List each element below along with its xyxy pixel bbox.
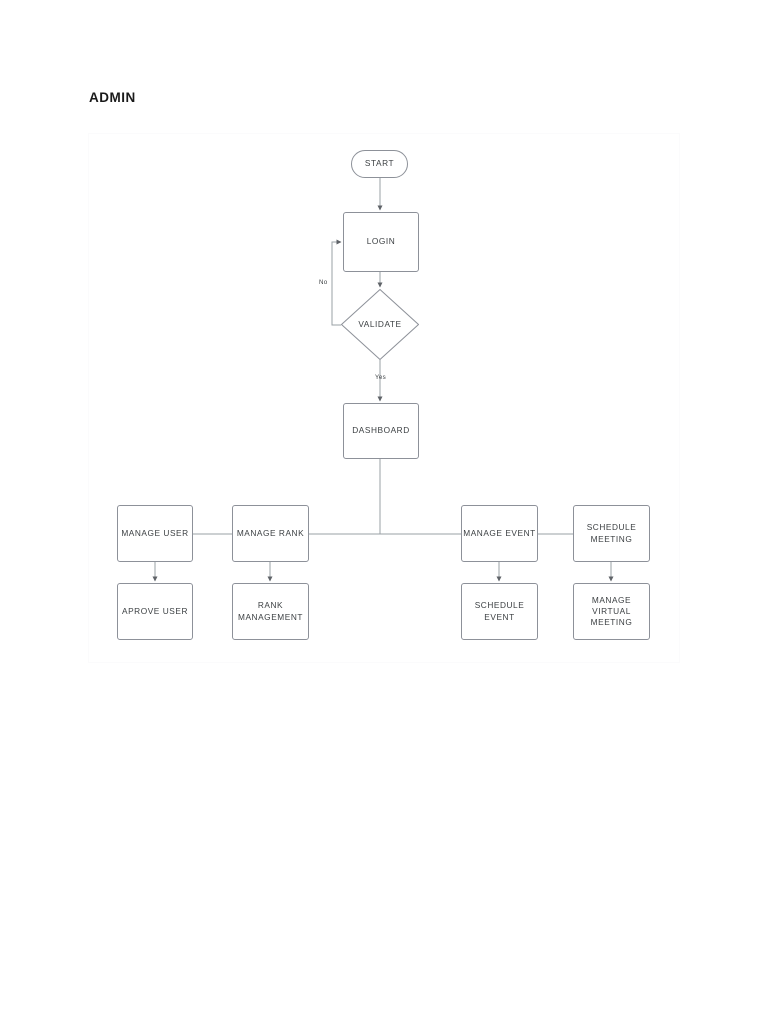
- node-label-manage-virtual: MANAGE VIRTUAL MEETING: [590, 594, 633, 628]
- node-label-validate: VALIDATE: [358, 318, 402, 329]
- node-rank-management: RANK MANAGEMENT: [232, 583, 309, 640]
- node-start: START: [351, 150, 408, 178]
- node-manage-event: MANAGE EVENT: [461, 505, 538, 562]
- node-label-manage-rank: MANAGE RANK: [236, 527, 305, 538]
- node-label-rank-management: RANK MANAGEMENT: [238, 600, 303, 622]
- node-label-schedule-meeting: SCHEDULE MEETING: [586, 522, 637, 544]
- node-login: LOGIN: [343, 212, 419, 272]
- node-dashboard: DASHBOARD: [343, 403, 419, 459]
- node-label-manage-user: MANAGE USER: [121, 527, 189, 538]
- node-label-login: LOGIN: [366, 236, 396, 247]
- edge-validate-login-no: [331, 239, 342, 326]
- edge-label-no: No: [319, 279, 328, 286]
- node-aprove-user: APROVE USER: [117, 583, 193, 640]
- node-manage-user: MANAGE USER: [117, 505, 193, 562]
- node-manage-rank: MANAGE RANK: [232, 505, 309, 562]
- page-title: ADMIN: [89, 90, 136, 105]
- node-validate: VALIDATE: [341, 289, 419, 360]
- node-label-aprove-user: APROVE USER: [122, 605, 188, 616]
- node-schedule-event: SCHEDULE EVENT: [461, 583, 538, 640]
- node-label-start: START: [364, 158, 395, 169]
- diamond-shape: [341, 289, 419, 360]
- node-manage-virtual: MANAGE VIRTUAL MEETING: [573, 583, 650, 640]
- diagram-frame: [88, 133, 680, 663]
- node-label-manage-event: MANAGE EVENT: [463, 527, 536, 538]
- node-schedule-meeting: SCHEDULE MEETING: [573, 505, 650, 562]
- node-label-dashboard: DASHBOARD: [352, 425, 410, 436]
- node-label-schedule-event: SCHEDULE EVENT: [474, 600, 525, 622]
- edge-label-yes: Yes: [375, 374, 386, 381]
